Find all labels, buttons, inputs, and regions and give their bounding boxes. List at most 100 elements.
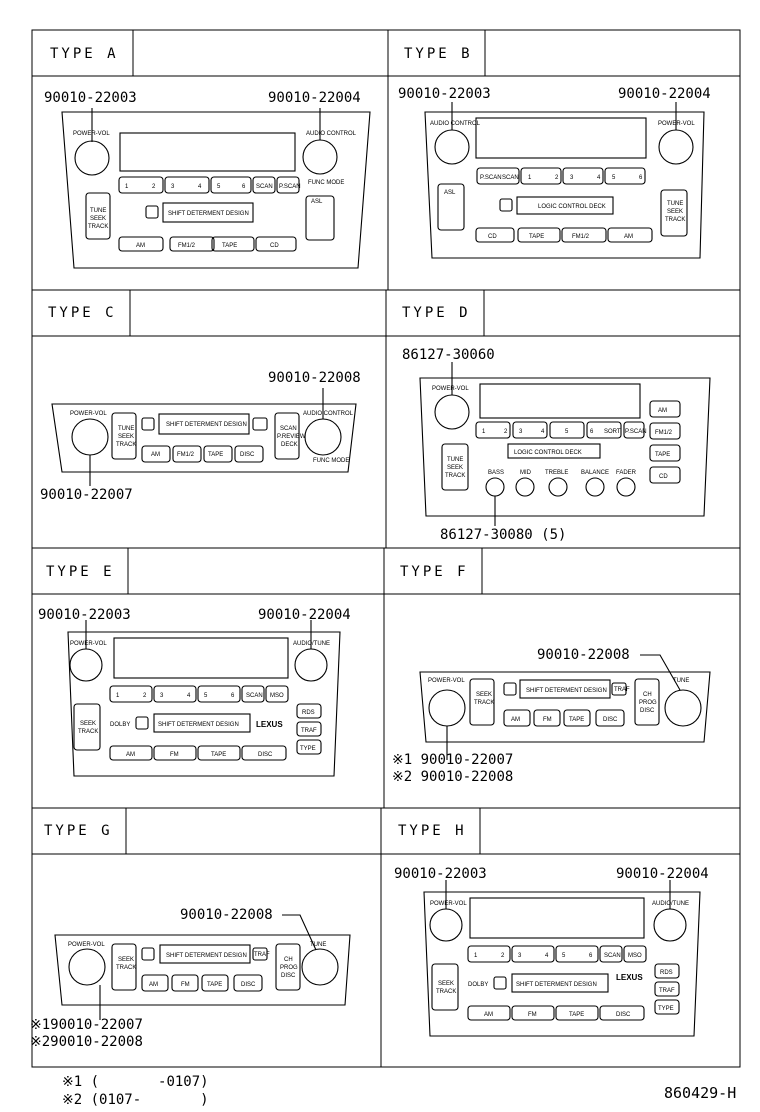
svg-text:AUDIO CONTROL: AUDIO CONTROL (306, 131, 357, 137)
type-d-title: TYPE D (402, 305, 471, 321)
svg-text:SEEK: SEEK (90, 216, 106, 222)
svg-text:1: 1 (125, 184, 129, 190)
svg-text:LOGIC CONTROL DECK: LOGIC CONTROL DECK (514, 450, 582, 456)
svg-text:2: 2 (143, 693, 147, 699)
svg-text:SEEK: SEEK (438, 981, 454, 987)
svg-text:DISC: DISC (603, 717, 618, 723)
svg-text:FUNC MODE: FUNC MODE (308, 180, 344, 186)
svg-text:POWER-VOL: POWER-VOL (432, 386, 469, 392)
svg-text:MID: MID (520, 470, 532, 476)
svg-text:1: 1 (528, 175, 532, 181)
svg-text:4: 4 (597, 175, 601, 181)
svg-text:DISC: DISC (640, 708, 655, 714)
svg-text:TRACK: TRACK (88, 224, 108, 230)
radio-type-a (61, 108, 371, 269)
svg-text:CH: CH (284, 957, 293, 963)
svg-text:TRACK: TRACK (665, 217, 685, 223)
svg-text:SORT: SORT (604, 429, 621, 435)
svg-text:TAPE: TAPE (529, 234, 544, 240)
svg-text:5: 5 (565, 429, 569, 435)
svg-text:POWER-VOL: POWER-VOL (658, 121, 695, 127)
svg-text:FM1/2: FM1/2 (572, 234, 590, 240)
svg-text:SEEK: SEEK (80, 721, 96, 727)
svg-text:TUNE: TUNE (310, 942, 326, 948)
svg-text:DISC: DISC (241, 982, 256, 988)
svg-text:TRACK: TRACK (445, 473, 465, 479)
svg-text:POWER-VOL: POWER-VOL (70, 641, 107, 647)
svg-text:TAPE: TAPE (207, 982, 222, 988)
svg-text:3: 3 (519, 429, 523, 435)
part-number: ※2 90010-22008 (392, 769, 514, 785)
part-number: 86127-30060 (402, 347, 495, 363)
svg-text:SHIFT DETERMENT DESIGN: SHIFT DETERMENT DESIGN (166, 422, 247, 428)
svg-text:AM: AM (126, 752, 135, 758)
part-number: 90010-22003 (394, 866, 487, 882)
svg-text:AUDIO/TUNE: AUDIO/TUNE (652, 901, 689, 907)
svg-text:2: 2 (152, 184, 156, 190)
svg-text:AUDIO/TUNE: AUDIO/TUNE (293, 641, 330, 647)
svg-text:DISC: DISC (240, 452, 255, 458)
svg-text:2: 2 (501, 953, 505, 959)
svg-text:LOGIC CONTROL DECK: LOGIC CONTROL DECK (538, 204, 606, 210)
svg-text:DOLBY: DOLBY (468, 982, 488, 988)
part-number: 90010-22007 (40, 487, 133, 503)
part-number: 90010-22003 (398, 86, 491, 102)
svg-text:FM1/2: FM1/2 (655, 430, 673, 436)
svg-text:5: 5 (562, 953, 566, 959)
svg-text:MSO: MSO (628, 953, 642, 959)
svg-text:BALANCE: BALANCE (581, 470, 609, 476)
part-number: 90010-22008 (537, 647, 630, 663)
svg-text:TUNE: TUNE (667, 201, 683, 207)
svg-text:TAPE: TAPE (211, 752, 226, 758)
part-number: 90010-22008 (268, 370, 361, 386)
radio-type-c (51, 388, 357, 486)
svg-text:P.SCAN: P.SCAN (480, 175, 502, 181)
svg-text:4: 4 (198, 184, 202, 190)
svg-text:FUNC MODE: FUNC MODE (313, 458, 349, 464)
svg-text:TYPE: TYPE (300, 746, 316, 752)
svg-text:4: 4 (545, 953, 549, 959)
svg-text:SHIFT DETERMENT DESIGN: SHIFT DETERMENT DESIGN (166, 953, 247, 959)
svg-text:TRAF: TRAF (614, 687, 630, 693)
svg-text:SEEK: SEEK (447, 465, 463, 471)
svg-text:FADER: FADER (616, 470, 637, 476)
part-number: 90010-22008 (180, 907, 273, 923)
svg-text:POWER-VOL: POWER-VOL (68, 942, 105, 948)
svg-text:TAPE: TAPE (222, 243, 237, 249)
svg-text:2: 2 (504, 429, 508, 435)
svg-text:SCAN: SCAN (246, 693, 263, 699)
svg-text:DECK: DECK (281, 442, 298, 448)
svg-text:2: 2 (555, 175, 559, 181)
svg-text:6: 6 (242, 184, 246, 190)
part-number: ※290010-22008 (30, 1034, 143, 1050)
svg-text:6: 6 (231, 693, 235, 699)
svg-text:3: 3 (171, 184, 175, 190)
svg-text:SCAN: SCAN (604, 953, 621, 959)
svg-text:SHIFT DETERMENT DESIGN: SHIFT DETERMENT DESIGN (516, 982, 597, 988)
svg-text:LEXUS: LEXUS (256, 720, 283, 729)
svg-text:1: 1 (116, 693, 120, 699)
svg-text:6: 6 (639, 175, 643, 181)
svg-text:POWER-VOL: POWER-VOL (430, 901, 467, 907)
svg-text:P.SCAN: P.SCAN (625, 429, 647, 435)
svg-text:1: 1 (474, 953, 478, 959)
svg-text:TRAF: TRAF (659, 988, 675, 994)
part-number: 90010-22003 (38, 607, 131, 623)
svg-text:P.REVIEW: P.REVIEW (277, 434, 306, 440)
part-number: 90010-22004 (268, 90, 361, 106)
part-number: 90010-22004 (618, 86, 711, 102)
svg-text:FM1/2: FM1/2 (178, 243, 196, 249)
footnote-2: ※2 (0107- ) (62, 1092, 209, 1108)
svg-text:SCAN: SCAN (280, 426, 297, 432)
svg-text:TAPE: TAPE (569, 1012, 584, 1018)
svg-text:DISC: DISC (258, 752, 273, 758)
svg-text:RDS: RDS (660, 970, 673, 976)
svg-text:AUDIO CONTROL: AUDIO CONTROL (303, 411, 354, 417)
svg-text:POWER-VOL: POWER-VOL (73, 131, 110, 137)
svg-text:TRACK: TRACK (78, 729, 98, 735)
svg-text:SEEK: SEEK (667, 209, 683, 215)
svg-text:TREBLE: TREBLE (545, 470, 568, 476)
svg-text:SEEK: SEEK (476, 692, 492, 698)
svg-text:SEEK: SEEK (118, 957, 134, 963)
